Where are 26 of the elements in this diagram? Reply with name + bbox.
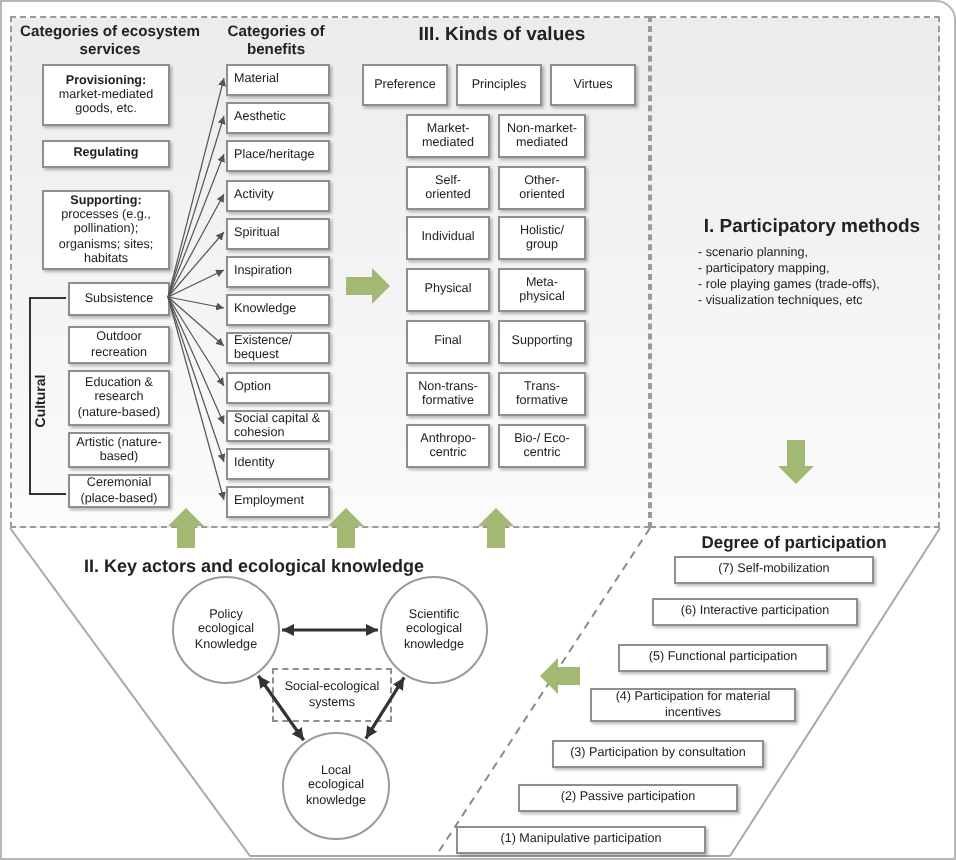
block-arrow xyxy=(478,508,514,548)
double-arrow xyxy=(282,624,378,636)
block-arrow xyxy=(778,440,814,484)
arrow xyxy=(167,296,225,425)
arrow xyxy=(167,231,225,298)
double-arrow xyxy=(256,674,306,742)
block-arrow xyxy=(346,268,390,304)
block-arrow xyxy=(328,508,364,548)
block-arrow xyxy=(168,508,204,548)
arrow xyxy=(167,269,225,298)
arrow xyxy=(167,296,225,311)
dashed-panel xyxy=(650,16,940,528)
arrow xyxy=(167,115,226,298)
arrow xyxy=(167,77,226,298)
panel-heading: II. Key actors and ecological knowledge xyxy=(81,556,427,577)
arrow xyxy=(167,296,225,347)
block-arrow xyxy=(540,658,580,694)
dashed-panel xyxy=(10,16,650,528)
panel-heading: Degree of participation xyxy=(699,534,889,554)
panel-heading: I. Participatory methods xyxy=(701,218,923,240)
arrow xyxy=(167,153,225,298)
arrow xyxy=(167,193,225,298)
double-arrow xyxy=(364,676,406,740)
arrow xyxy=(167,296,226,501)
panel-heading: III. Kinds of values xyxy=(416,26,588,48)
arrow xyxy=(167,296,225,387)
